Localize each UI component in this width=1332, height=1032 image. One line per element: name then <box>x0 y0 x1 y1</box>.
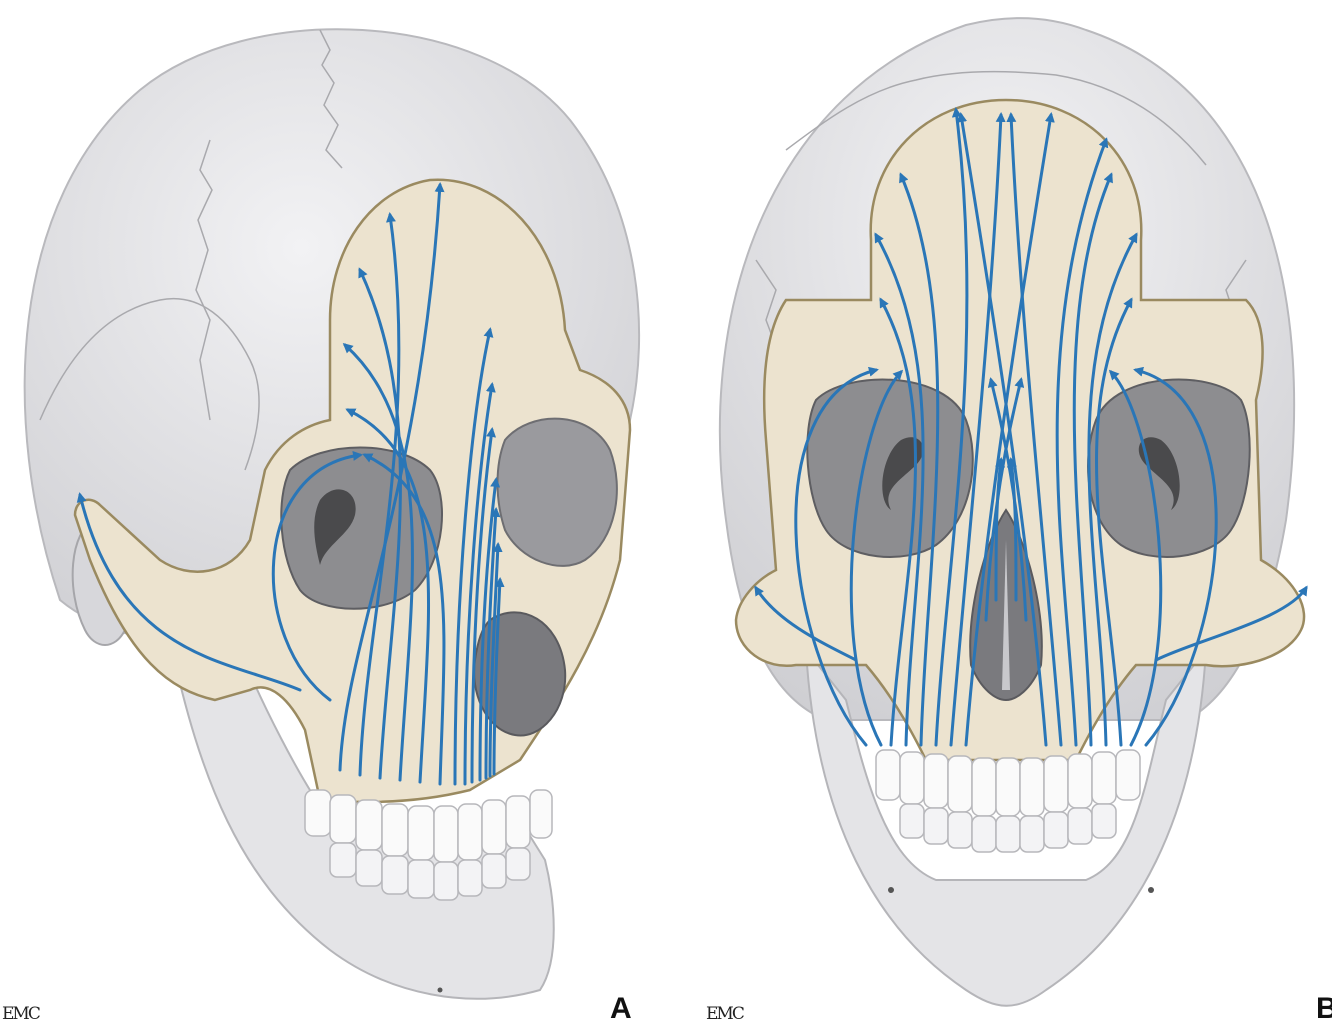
emc-logo: EMC <box>2 1004 39 1024</box>
mental-foramen-left <box>888 887 894 893</box>
panel-letter-b: B <box>1316 992 1332 1026</box>
panel-b-frontal-skull: B EMC <box>666 0 1332 1032</box>
skull-frontal-illustration <box>666 0 1332 1032</box>
mental-foramen <box>438 988 443 993</box>
panel-a-oblique-skull: A EMC <box>0 0 666 1032</box>
orbit-near <box>281 448 442 609</box>
panel-letter-a: A <box>610 992 632 1026</box>
orbit-far <box>498 419 617 566</box>
emc-logo: EMC <box>706 1004 743 1024</box>
mental-foramen-right <box>1148 887 1154 893</box>
skull-oblique-illustration <box>0 0 666 1032</box>
